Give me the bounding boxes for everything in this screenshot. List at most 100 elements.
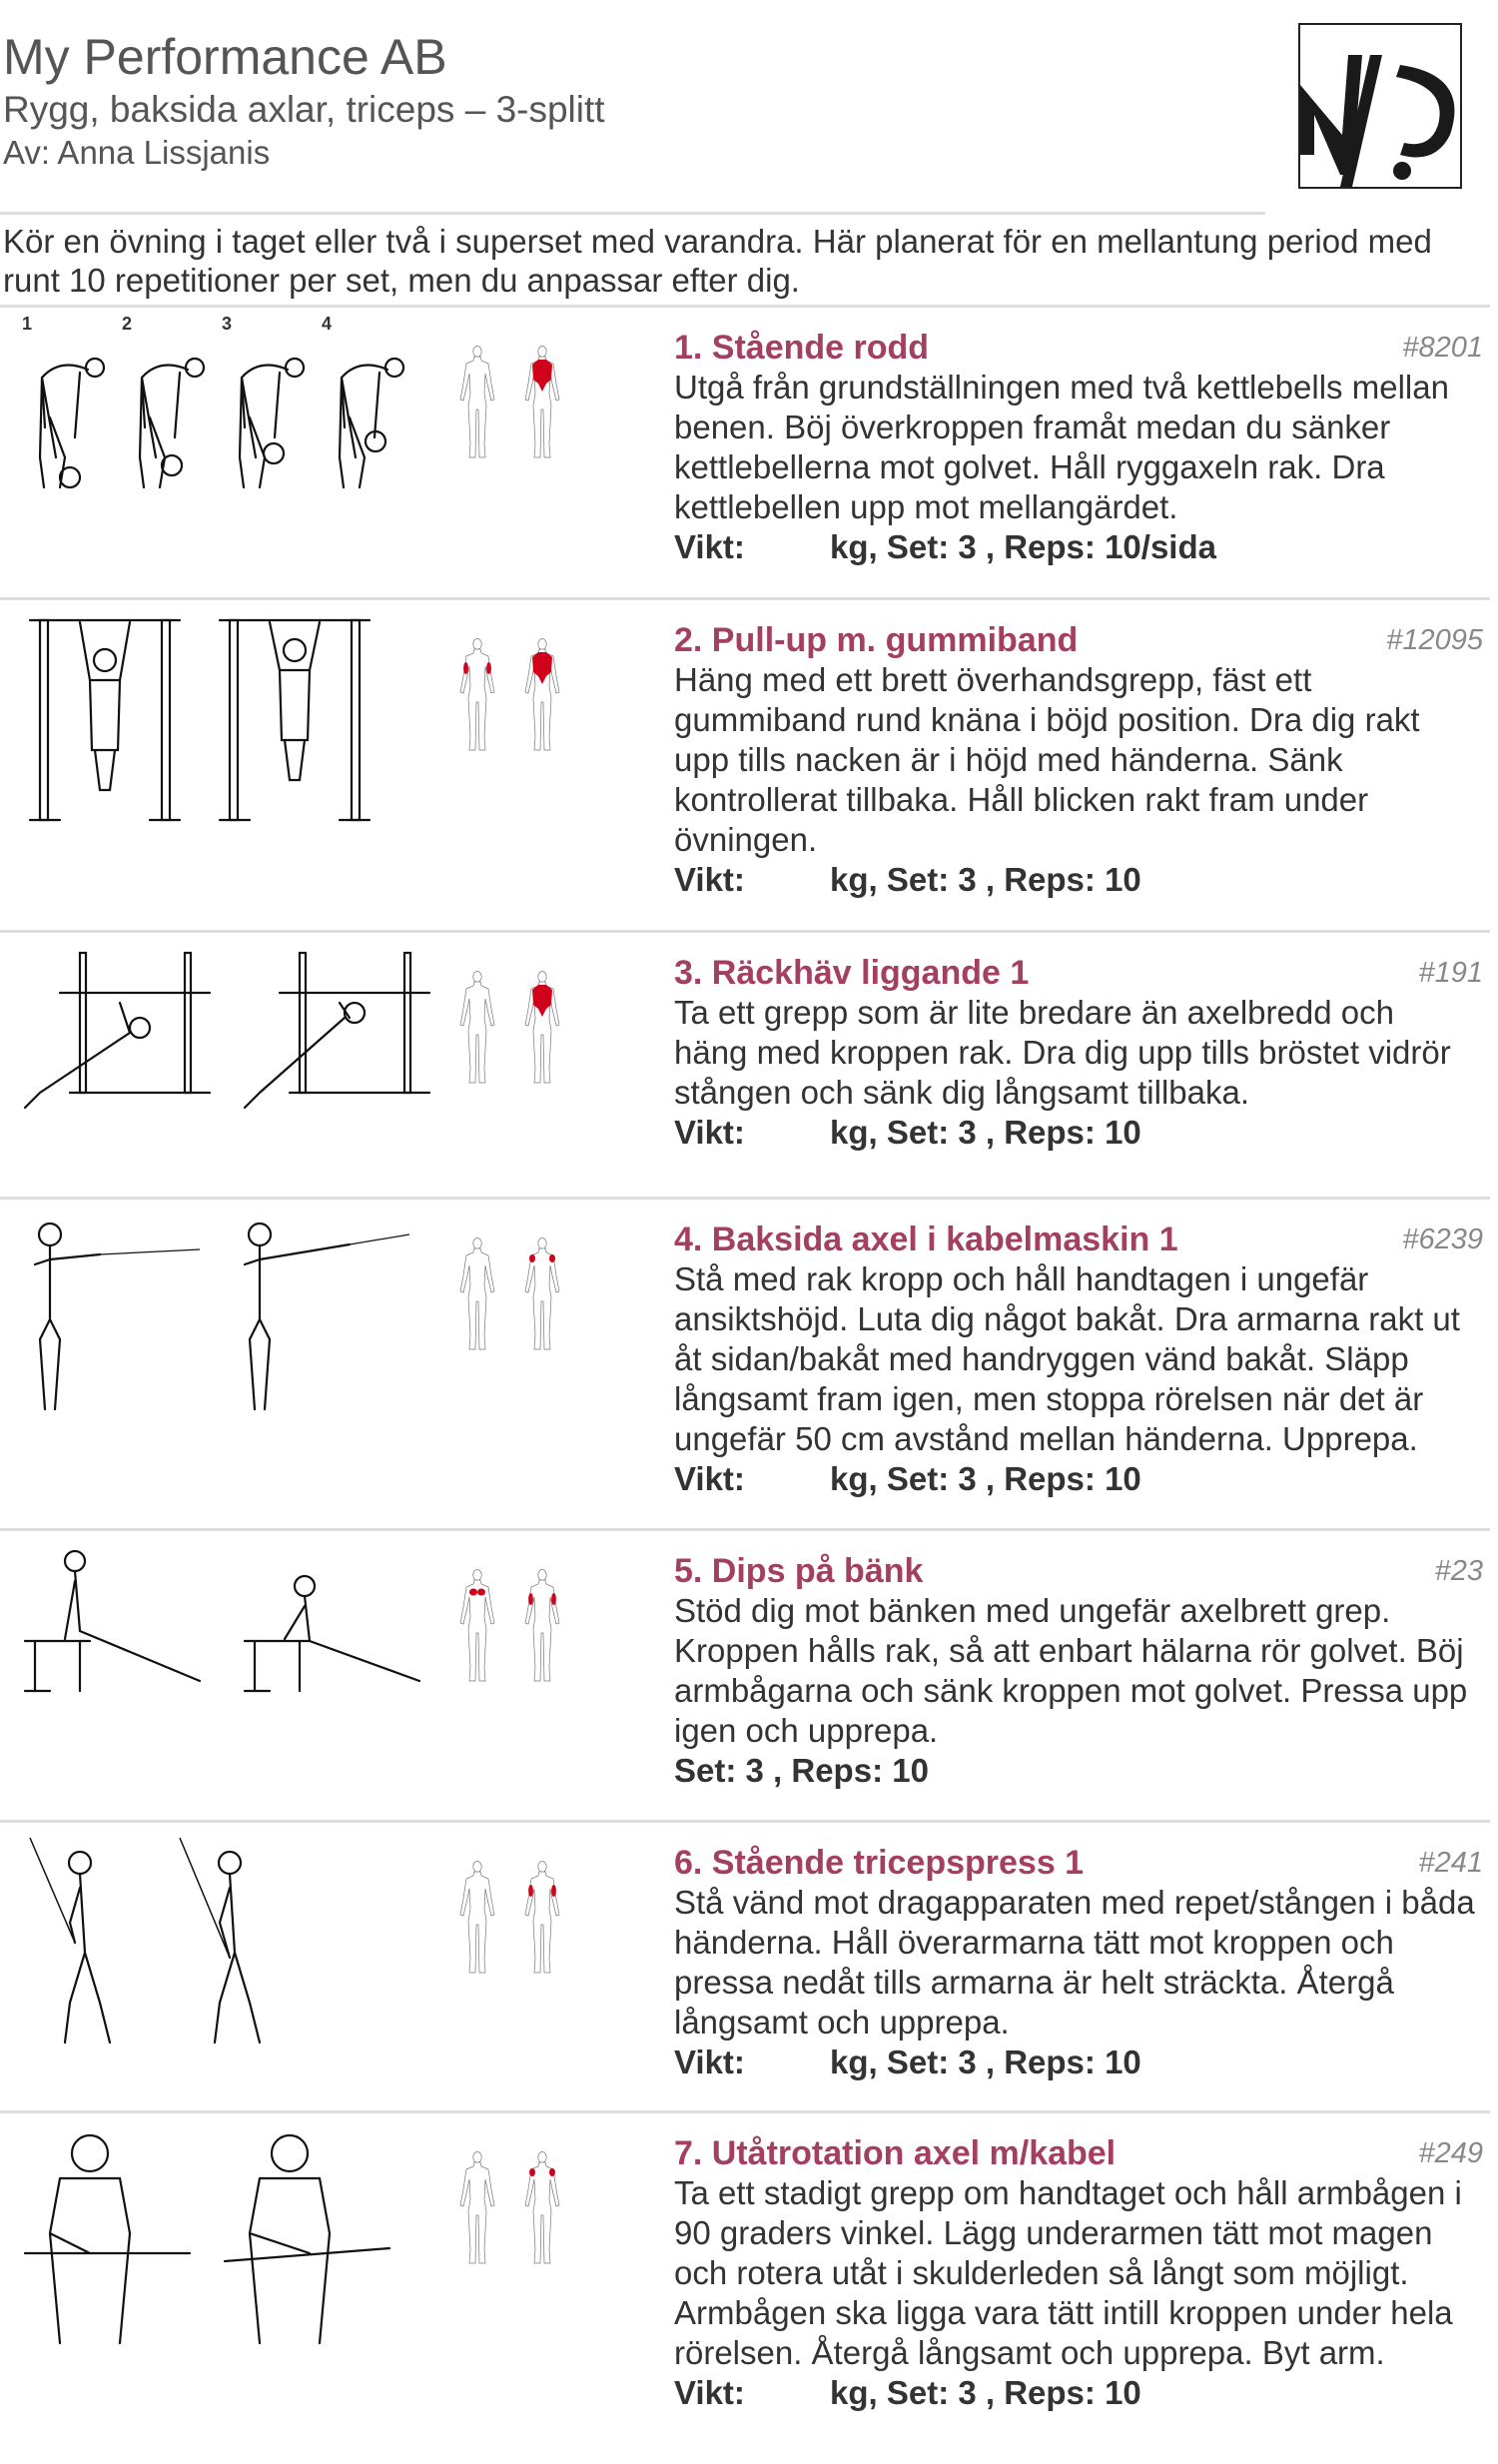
body-front-icon [447, 1567, 507, 1687]
body-back-icon [512, 1567, 572, 1687]
exercise-step-figure [170, 1833, 300, 2062]
sets-reps: kg, Set: 3 , Reps: 10 [830, 2044, 1141, 2080]
exercise-description-line: Ta ett stadigt grepp om handtaget och hå… [674, 2174, 1462, 2211]
step-number: 3 [222, 314, 233, 334]
weight-label: Vikt: [674, 861, 745, 898]
exercise-title[interactable]: 2. Pull-up m. gummiband [674, 621, 1079, 659]
muscle-map [447, 636, 582, 756]
muscle-map [447, 1235, 582, 1355]
exercise-description-line: armbågarna och sänk kroppen mot golvet. … [674, 1672, 1468, 1709]
exercise-description-line: gummiband rund knäna i böjd position. Dr… [674, 701, 1420, 738]
sets-reps: kg, Set: 3 , Reps: 10 [830, 861, 1141, 898]
exercise-description-line: ansiktshöjd. Luta dig något bakåt. Dra a… [674, 1300, 1460, 1337]
exercise-title[interactable]: 3. Räckhäv liggande 1 [674, 954, 1030, 992]
weight-label: Vikt: [674, 2044, 745, 2080]
exercise-description-line: Ta ett grepp som är lite bredare än axel… [674, 994, 1394, 1031]
exercise-stats: Vikt: kg, Set: 3 , Reps: 10 [674, 2043, 1483, 2082]
exercise-id: #249 [1418, 2137, 1483, 2169]
exercise-description-line: långsamt och upprepa. [674, 2004, 1010, 2041]
exercise-description-line: åt sidan/bakåt med handryggen vänd bakåt… [674, 1340, 1409, 1377]
exercise-title[interactable]: 7. Utåtrotation axel m/kabel [674, 2134, 1117, 2172]
body-back-icon [512, 969, 572, 1089]
muscle-map [447, 1567, 582, 1687]
sets-reps: Set: 3 , Reps: 10 [674, 1752, 929, 1789]
exercise-description-line: kettlebellerna mot golvet. Håll ryggaxel… [674, 448, 1385, 485]
exercise-step-figure [20, 1541, 220, 1711]
exercise-description-line: benen. Böj överkroppen framåt medan du s… [674, 409, 1391, 445]
weight-label: Vikt: [674, 528, 745, 565]
body-front-icon [447, 1235, 507, 1355]
exercise-description-line: ungefär 50 cm avstånd mellan händerna. U… [674, 1420, 1418, 1457]
exercise-step-figure: 3 [220, 314, 320, 517]
exercise-stats: Vikt:kg, Set: 3 , Reps: 10 [674, 2373, 1483, 2413]
sets-reps: kg, Set: 3 , Reps: 10 [830, 1114, 1141, 1151]
muscle-map [447, 344, 582, 463]
exercise-step-figure [20, 943, 220, 1123]
exercise-id: #12095 [1386, 624, 1483, 656]
exercise-description-line: kettlebellen upp mot mellangärdet. [674, 488, 1178, 525]
exercise-description-line: Utgå från grundställningen med två kettl… [674, 369, 1449, 406]
exercise-description-line: långsamt fram igen, men stoppa rörelsen … [674, 1380, 1424, 1417]
exercise-id: #191 [1418, 957, 1483, 989]
exercise-stats: Vikt: kg, Set: 3 , Reps: 10 [674, 860, 1483, 900]
exercise-description-line: 90 graders vinkel. Lägg underarmen tätt … [674, 2214, 1433, 2251]
exercise-step-figure: 4 [320, 314, 419, 517]
exercise-step-figure: 1 [20, 314, 120, 517]
exercise-stats: Vikt:kg, Set: 3 , Reps: 10/sida [674, 527, 1483, 567]
exercise-description-line: kontrollerat tillbaka. Håll blicken rakt… [674, 781, 1369, 818]
exercise-step-figure [20, 1833, 150, 2062]
exercise-title[interactable]: 5. Dips på bänk [674, 1552, 924, 1590]
exercise-id: #23 [1434, 1555, 1483, 1587]
exercise-id: #6239 [1402, 1224, 1483, 1255]
step-number: 4 [322, 314, 333, 334]
exercise-step-figure [210, 610, 379, 840]
exercise-stats: Vikt:kg, Set: 3 , Reps: 10 [674, 1113, 1483, 1153]
exercise-item: 7. Utåtrotation axel m/kabel #249 Ta ett … [0, 2113, 1490, 2464]
body-front-icon [447, 344, 507, 463]
program-subtitle: Rygg, baksida axlar, triceps – 3-splitt [3, 89, 605, 130]
body-back-icon [512, 1859, 572, 1979]
exercise-description-line: upp tills nacken är i höjd med händerna.… [674, 741, 1343, 778]
exercise-step-figure [20, 610, 190, 840]
muscle-map [447, 1859, 582, 1979]
exercise-title[interactable]: 1. Stående rodd [674, 329, 930, 367]
intro-text: Kör en övning i taget eller två i supers… [3, 222, 1432, 300]
intro-line: Kör en övning i taget eller två i supers… [3, 223, 1432, 260]
exercise-stats: Vikt:kg, Set: 3 , Reps: 10 [674, 1459, 1483, 1499]
exercise-step-figure [230, 1210, 419, 1429]
divider [0, 305, 1490, 308]
exercise-description-line: Häng med ett brett överhandsgrepp, fäst … [674, 661, 1312, 698]
step-number: 2 [122, 314, 133, 334]
exercise-title[interactable]: 6. Stående tricepspress 1 [674, 1844, 1085, 1882]
exercise-description-line: övningen. [674, 821, 818, 858]
muscle-map [447, 2149, 582, 2269]
exercise-illustration [20, 1833, 439, 2082]
exercise-id: #8201 [1402, 332, 1483, 364]
exercise-title[interactable]: 4. Baksida axel i kabelmaskin 1 [674, 1221, 1178, 1258]
exercise-description-line: Kroppen hålls rak, så att enbart hälarna… [674, 1632, 1464, 1669]
body-front-icon [447, 636, 507, 756]
exercise-description-line: Armbågen ska ligga vara tätt intill krop… [674, 2294, 1453, 2331]
weight-label: Vikt: [674, 1460, 745, 1497]
exercise-description-line: och rotera utåt i skulderleden så långt … [674, 2254, 1409, 2291]
exercise-step-figure [20, 2123, 200, 2353]
exercise-step-figure [240, 943, 439, 1123]
body-front-icon [447, 969, 507, 1089]
exercise-description-line: Stå med rak kropp och håll handtagen i u… [674, 1260, 1369, 1297]
exercise-description-line: rörelsen. Återgå långsamt och upprepa. B… [674, 2334, 1385, 2371]
exercise-id: #241 [1418, 1847, 1483, 1879]
body-front-icon [447, 2149, 507, 2269]
exercise-step-figure [20, 1210, 210, 1429]
company-title: My Performance AB [3, 29, 447, 85]
program-author: Av: Anna Lissjanis [3, 134, 271, 171]
body-back-icon [512, 2149, 572, 2269]
intro-line: runt 10 repetitioner per set, men du anp… [3, 262, 800, 299]
exercise-description-line: igen och upprepa. [674, 1712, 939, 1749]
